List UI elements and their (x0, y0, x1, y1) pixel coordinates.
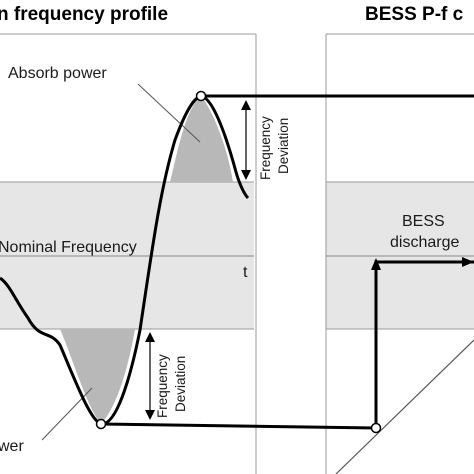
time-axis-label: t (243, 264, 248, 281)
discharge-label: discharge (390, 234, 459, 251)
release-leader-line (41, 387, 93, 441)
bottom-deviation-arrow (145, 332, 155, 420)
absorb-leader-line (137, 83, 201, 143)
nominal-frequency-label: Nominal Frequency (0, 239, 137, 256)
top-deviation-label-1: Frequency (258, 116, 273, 180)
panel-frames (0, 33, 474, 474)
right-panel-title: BESS P-f c (365, 4, 464, 25)
droop-arrowhead (371, 258, 381, 270)
bess-label: BESS (402, 213, 445, 230)
top-deviation-arrow (241, 100, 251, 180)
absorb-power-label: Absorb power (8, 65, 107, 82)
lower-projection-line (100, 422, 377, 430)
bottom-deviation-label-2: Deviation (173, 356, 188, 412)
left-panel-title: n frequency profile (0, 4, 168, 25)
frequency-profile-curve (0, 94, 250, 426)
top-deviation-label-2: Deviation (276, 118, 291, 174)
bess-characteristic-line (335, 339, 474, 474)
right-marker (370, 422, 382, 434)
release-power-label: wer (0, 438, 24, 455)
bottom-deviation-label-1: Frequency (155, 354, 170, 418)
absorb-region (170, 96, 233, 182)
trough-marker (95, 418, 107, 430)
right-arrowhead (462, 257, 474, 267)
peak-marker (195, 90, 207, 102)
release-region (60, 329, 135, 424)
